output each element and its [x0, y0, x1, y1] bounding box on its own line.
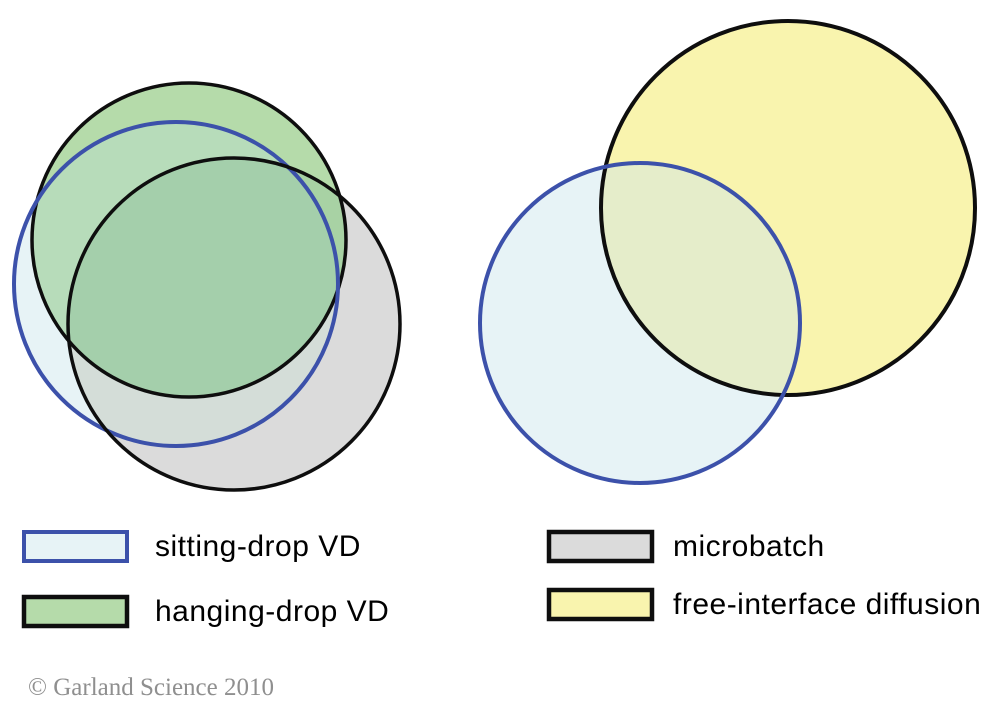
- venn-diagram: [12, 19, 977, 492]
- legend-label-microbatch: microbatch: [673, 530, 825, 563]
- hanging-drop-circle-stroke: [30, 81, 348, 399]
- microbatch-swatch-rect: [546, 529, 655, 564]
- sitting-drop-right-circle-stroke: [478, 161, 802, 485]
- right-venn-fills: [480, 21, 975, 483]
- free-interface-swatch: [546, 587, 655, 622]
- hanging-drop-swatch-rect: [21, 594, 130, 629]
- sitting-drop-swatch-rect: [22, 530, 129, 563]
- microbatch-swatch: [546, 529, 655, 564]
- legend-label-free-interface: free-interface diffusion: [673, 588, 982, 621]
- free-interface-swatch-rect: [546, 587, 655, 622]
- sitting-drop-swatch: [22, 530, 129, 563]
- microbatch-circle-stroke: [66, 156, 402, 492]
- venn-strokes: [12, 19, 977, 492]
- legend-row-microbatch: microbatch: [546, 529, 825, 565]
- overlap-triple: [68, 158, 338, 397]
- hanging-drop-swatch: [21, 594, 130, 629]
- sitting-drop-circle-stroke: [12, 120, 340, 448]
- legend-row-hanging-drop: hanging-drop VD: [21, 594, 389, 630]
- copyright-notice: © Garland Science 2010: [28, 674, 274, 701]
- legend-label-sitting-drop: sitting-drop VD: [155, 530, 361, 563]
- legend-row-sitting-drop: sitting-drop VD: [21, 529, 361, 565]
- free-interface-circle-stroke: [599, 19, 977, 397]
- legend-row-free-interface: free-interface diffusion: [546, 587, 981, 623]
- legend-label-hanging-drop: hanging-drop VD: [155, 595, 390, 628]
